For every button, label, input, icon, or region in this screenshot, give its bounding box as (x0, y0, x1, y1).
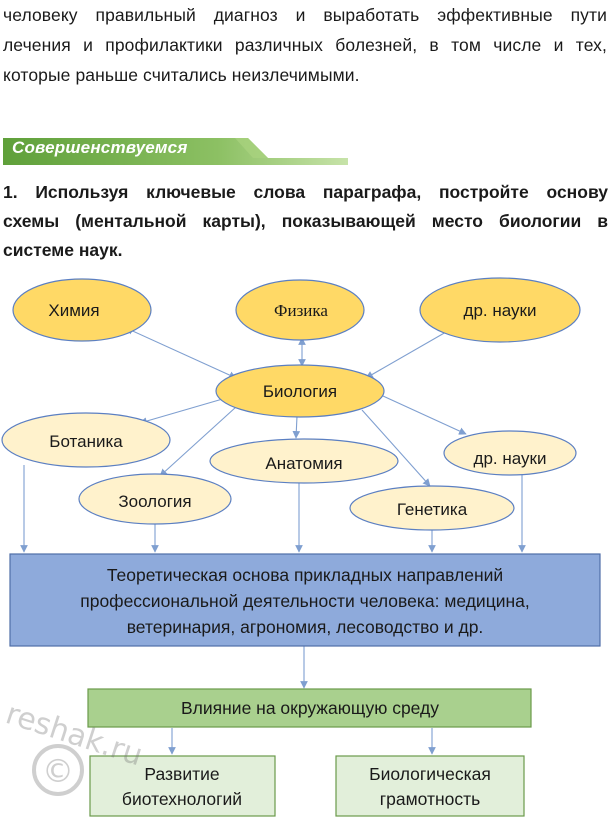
task-text: 1. Используя ключевые слова параграфа, п… (3, 178, 608, 265)
biotech-box: Развитие биотехнологий (89, 755, 276, 817)
svg-text:Ботаника: Ботаника (49, 432, 123, 451)
task-line: схемы (ментальной карты), показывающей м… (3, 211, 608, 231)
node-other-sciences-branch: др. науки (443, 430, 577, 476)
svg-text:ветеринария, агрономия, лесово: ветеринария, агрономия, лесоводство и др… (127, 617, 484, 637)
intro-line: человеку правильный диагноз и выработать… (3, 5, 607, 25)
svg-text:©: © (42, 752, 74, 790)
task-line: системе наук. (3, 240, 123, 260)
svg-text:Развитие: Развитие (144, 764, 219, 784)
svg-text:Влияние на окружающую среду: Влияние на окружающую среду (181, 698, 439, 718)
node-chemistry: Химия (12, 278, 152, 342)
connector-arrows (20, 327, 526, 755)
svg-text:Теоретическая основа прикладны: Теоретическая основа прикладных направле… (107, 565, 503, 585)
svg-text:Физика: Физика (274, 301, 328, 320)
section-banner (3, 138, 348, 165)
svg-text:грамотность: грамотность (380, 789, 481, 809)
node-anatomy: Анатомия (209, 438, 399, 484)
intro-line: которые раньше считались неизлечимыми. (3, 65, 360, 85)
svg-text:др. науки: др. науки (474, 449, 547, 468)
svg-text:Биология: Биология (263, 382, 337, 401)
svg-text:профессиональной деятельности: профессиональной деятельности человека: … (80, 591, 530, 611)
intro-paragraph: человеку правильный диагноз и выработать… (3, 0, 607, 90)
svg-text:Зоология: Зоология (118, 492, 191, 511)
svg-text:Химия: Химия (48, 301, 99, 320)
svg-text:Генетика: Генетика (397, 500, 468, 519)
svg-text:биотехнологий: биотехнологий (122, 789, 242, 809)
literacy-box: Биологическая грамотность (335, 755, 525, 817)
svg-text:др. науки: др. науки (464, 301, 537, 320)
influence-box: Влияние на окружающую среду (87, 688, 532, 728)
node-physics: Физика (235, 279, 365, 341)
theory-box: Теоретическая основа прикладных направле… (9, 553, 601, 647)
section-title: Совершенствуемся (12, 138, 188, 157)
node-other-sciences-top: др. науки (419, 277, 581, 343)
intro-line: лечения и профилактики различных болезне… (3, 35, 607, 55)
node-zoology: Зоология (78, 473, 232, 525)
node-genetics: Генетика (349, 485, 515, 531)
node-botany: Ботаника (1, 412, 171, 468)
svg-text:Биологическая: Биологическая (369, 764, 491, 784)
svg-text:Анатомия: Анатомия (265, 454, 342, 473)
node-biology: Биология (215, 364, 385, 418)
task-line: 1. Используя ключевые слова параграфа, п… (3, 182, 608, 202)
